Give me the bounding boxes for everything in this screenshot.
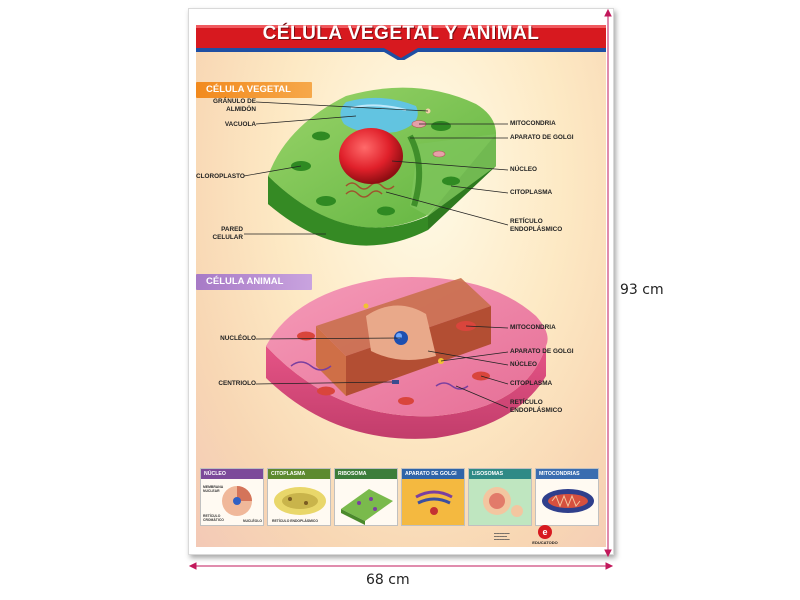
poster-title: CÉLULA VEGETAL Y ANIMAL bbox=[262, 23, 540, 44]
logo-badge: e bbox=[538, 525, 552, 539]
publisher-small-print: ▬▬▬▬▬▬▬▬▬▬▬▬▬▬▬▬▬ bbox=[494, 532, 510, 541]
label-reticulo-vegetal: RETÍCULO ENDOPLÁSMICO bbox=[510, 218, 563, 233]
width-arrow-left-icon bbox=[188, 562, 197, 570]
animal-leader-lines bbox=[255, 325, 509, 409]
tile-mitocondrias: MITOCONDRIAS bbox=[535, 468, 599, 526]
section-badge-vegetal: CÉLULA VEGETAL bbox=[196, 82, 312, 98]
label-granulo-text: GRÁNULO DE ALMIDÓN bbox=[213, 98, 256, 113]
tile-citoplasma-title: CITOPLASMA bbox=[268, 469, 330, 479]
label-mitocondria-vegetal: MITOCONDRIA bbox=[510, 120, 556, 127]
tile-nucleo: NÚCLEO MEMBRANA NUCLEAR RETÍCULO CROMÁTI… bbox=[200, 468, 264, 526]
tile-golgi-title: APARATO DE GOLGI bbox=[402, 469, 464, 479]
label-citoplasma-animal: CITOPLASMA bbox=[510, 380, 553, 387]
tile-nucleo-membrana: MEMBRANA NUCLEAR bbox=[203, 485, 224, 493]
cell-diagrams bbox=[243, 87, 548, 439]
plant-cell bbox=[268, 87, 496, 246]
logo-brand: EDUCATODO bbox=[532, 540, 558, 545]
label-cloroplasto: CLOROPLASTO bbox=[196, 173, 245, 180]
section-badge-animal: CÉLULA ANIMAL bbox=[196, 274, 312, 290]
label-nucleo-animal: NÚCLEO bbox=[510, 361, 537, 368]
label-nucleo-vegetal: NÚCLEO bbox=[510, 166, 537, 173]
tile-ribosoma: RIBOSOMA bbox=[334, 468, 398, 526]
label-golgi-vegetal: APARATO DE GOLGI bbox=[510, 134, 574, 141]
tile-citoplasma: CITOPLASMA RETÍCULO ENDOPLÁSMICO bbox=[267, 468, 331, 526]
label-granulo-almidon: GRÁNULO DE ALMIDÓN bbox=[198, 98, 256, 113]
tile-nucleo-reticulo: RETÍCULO CROMÁTICO bbox=[203, 514, 224, 522]
poster-artwork: CÉLULA VEGETAL Y ANIMAL CÉLULA VEGETAL C… bbox=[196, 16, 606, 547]
label-citoplasma-vegetal: CITOPLASMA bbox=[510, 189, 553, 196]
poster-sheet: CÉLULA VEGETAL Y ANIMAL CÉLULA VEGETAL C… bbox=[188, 8, 614, 555]
label-mitocondria-animal: MITOCONDRIA bbox=[510, 324, 556, 331]
label-reticulo-animal: RETÍCULO ENDOPLÁSMICO bbox=[510, 399, 563, 414]
tile-ribosoma-title: RIBOSOMA bbox=[335, 469, 397, 479]
plant-leader-lines bbox=[243, 101, 509, 235]
title-banner: CÉLULA VEGETAL Y ANIMAL bbox=[196, 16, 606, 60]
label-pared-celular: PARED CELULAR bbox=[212, 226, 243, 241]
tile-nucleo-title: NÚCLEO bbox=[201, 469, 263, 479]
publisher-logo: e EDUCATODO bbox=[530, 525, 560, 547]
animal-cell bbox=[266, 277, 548, 439]
label-vacuola: VACUOLA bbox=[224, 121, 256, 128]
organelle-tiles: NÚCLEO MEMBRANA NUCLEAR RETÍCULO CROMÁTI… bbox=[200, 468, 602, 526]
tile-lisosomas-title: LISOSOMAS bbox=[469, 469, 531, 479]
tile-nucleo-nucleolo: NUCLÉOLO bbox=[243, 519, 263, 523]
tile-citoplasma-sub: RETÍCULO ENDOPLÁSMICO bbox=[272, 519, 318, 523]
tile-lisosomas: LISOSOMAS bbox=[468, 468, 532, 526]
height-dimension-label: 93 cm bbox=[620, 282, 664, 298]
width-arrow-right-icon bbox=[605, 562, 614, 570]
tile-golgi: APARATO DE GOLGI bbox=[401, 468, 465, 526]
width-dimension-label: 68 cm bbox=[366, 572, 410, 588]
tile-mitocondrias-title: MITOCONDRIAS bbox=[536, 469, 598, 479]
label-golgi-animal: APARATO DE GOLGI bbox=[510, 348, 574, 355]
label-centriolo: CENTRIOLO bbox=[218, 380, 256, 387]
label-nucleolo: NUCLÉOLO bbox=[220, 335, 256, 342]
